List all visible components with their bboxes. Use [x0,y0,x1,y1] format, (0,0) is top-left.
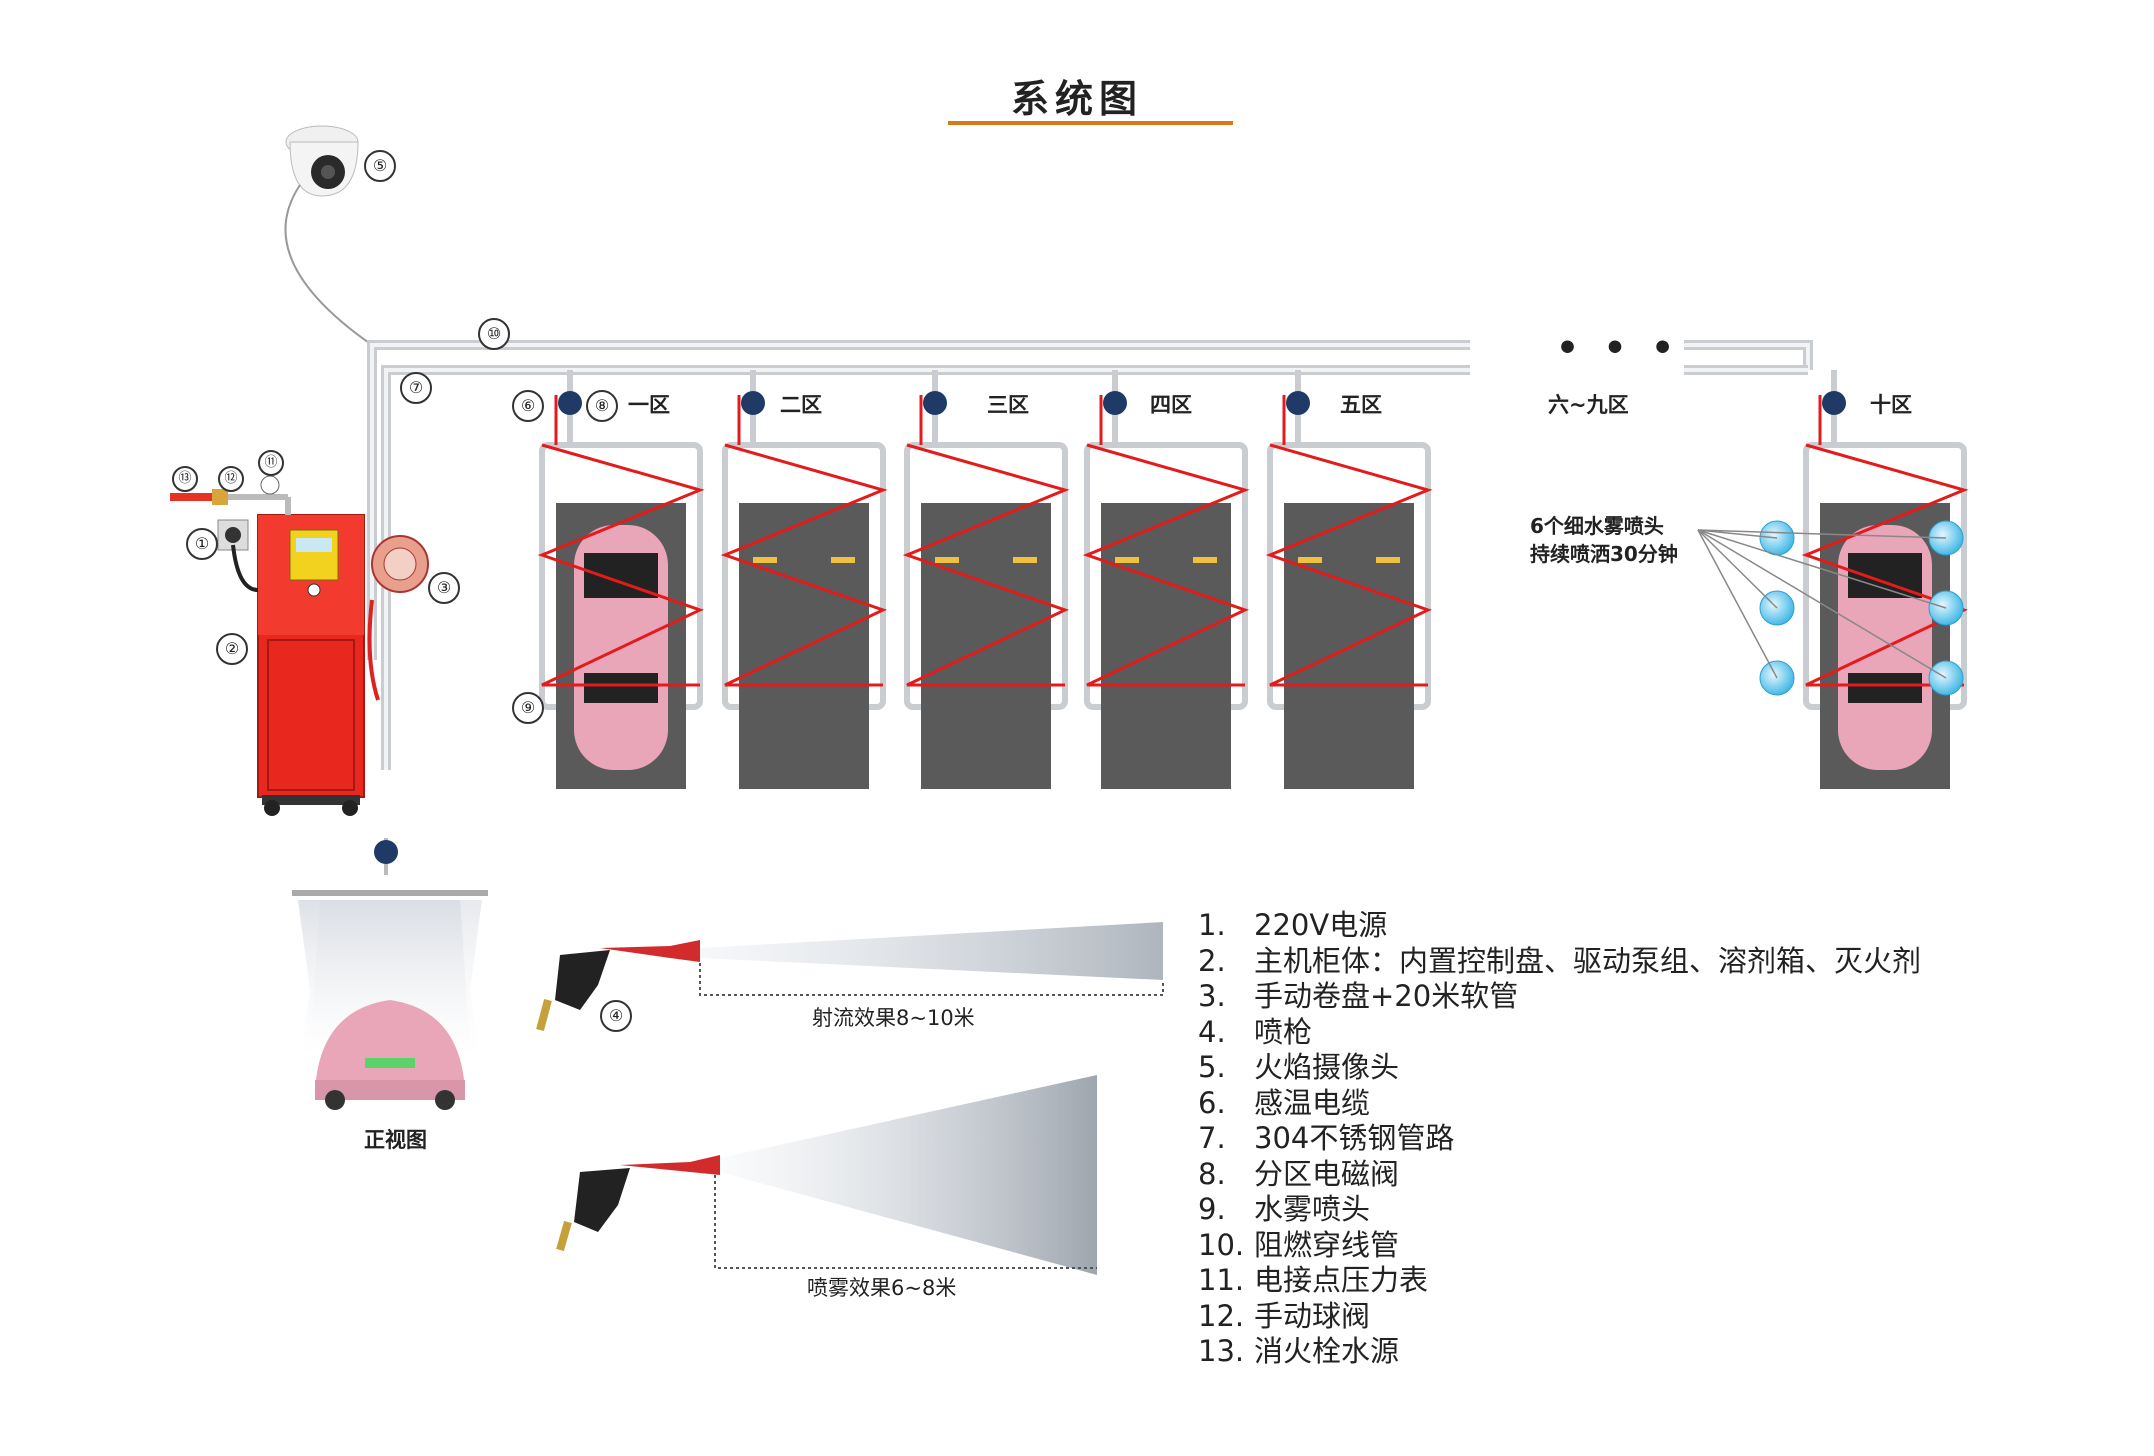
zone-label: 四区 [1150,393,1192,417]
callout-number: ④ [600,1000,632,1032]
legend-text: 304不锈钢管路 [1254,1121,1455,1155]
legend-text: 阻燃穿线管 [1254,1227,1400,1262]
callout-number: ⑨ [512,692,544,724]
zone-label: 一区 [628,393,670,417]
legend-list: 1. 220V电源 2. 主机柜体：内置控制盘、驱动泵组、溶剂箱、灭火剂 3. 手动卷盘+… [1198,908,1921,1370]
callout-number: ⑦ [400,372,432,404]
parking-bay [1801,370,1969,789]
zone-label: 三区 [987,393,1029,417]
ellipsis-dots: • • • [1556,328,1681,369]
nozzle-note: 6个细水雾喷头 持续喷洒30分钟 [1530,514,1678,566]
legend-item: 12. 手动球阀 [1198,1299,1921,1335]
legend-number: 12. [1198,1298,1245,1333]
legend-number: 3. [1198,979,1226,1013]
front-view-label: 正视图 [364,1128,427,1152]
legend-item: 8. 分区电磁阀 [1198,1157,1921,1193]
callout-number: ⑧ [586,390,618,422]
legend-text: 火焰摄像头 [1254,1050,1400,1084]
title-underline [948,121,1233,125]
legend-item: 1. 220V电源 [1198,908,1921,944]
legend-number: 10. [1198,1227,1245,1262]
legend-item: 7. 304不锈钢管路 [1198,1121,1921,1157]
jet-effect-label: 射流效果8~10米 [812,1006,975,1030]
callout-number: ① [186,528,218,560]
legend-text: 手动卷盘+20米软管 [1254,979,1519,1013]
power-socket-icon [217,519,259,592]
zone-label: 二区 [780,393,822,417]
callout-number: ⑩ [478,318,510,350]
legend-number: 7. [1198,1121,1226,1155]
legend-item: 4. 喷枪 [1198,1015,1921,1051]
legend-text: 220V电源 [1254,908,1388,942]
legend-item: 13. 消火栓水源 [1198,1334,1921,1370]
callout-number: ⑪ [258,450,284,476]
legend-text: 喷枪 [1254,1014,1313,1049]
callout-number: ③ [428,572,460,604]
legend-number: 4. [1198,1014,1226,1049]
legend-number: 11. [1198,1263,1245,1297]
hydrant-source-icon [170,475,291,515]
legend-text: 分区电磁阀 [1254,1156,1400,1191]
parking-bay [537,370,705,789]
legend-number: 8. [1198,1156,1226,1191]
legend-text: 感温电缆 [1254,1085,1371,1120]
parking-bay [902,370,1070,789]
legend-text: 主机柜体：内置控制盘、驱动泵组、溶剂箱、灭火剂 [1254,943,1922,978]
callout-number: ⑫ [218,466,244,492]
legend-item: 10. 阻燃穿线管 [1198,1228,1921,1264]
hose-reel-icon [367,535,429,701]
parking-bay [720,370,888,789]
main-cabinet [257,514,365,816]
legend-item: 2. 主机柜体：内置控制盘、驱动泵组、溶剂箱、灭火剂 [1198,944,1921,980]
jet-spray-illustration [536,922,1164,1032]
front-view-illustration [292,838,488,1110]
legend-number: 6. [1198,1085,1226,1120]
legend-item: 3. 手动卷盘+20米软管 [1198,979,1921,1015]
legend-number: 1. [1198,908,1226,942]
callout-number: ⑤ [364,150,396,182]
legend-number: 5. [1198,1050,1226,1084]
page-title: 系统图 [1010,77,1143,121]
mist-spray-illustration [556,1075,1097,1275]
legend-item: 6. 感温电缆 [1198,1086,1921,1122]
zone-label: 六~九区 [1548,393,1629,417]
zone-label: 十区 [1870,393,1912,417]
parking-bay [1265,370,1433,789]
legend-text: 消火栓水源 [1254,1334,1400,1368]
nozzle-note-leaders [1697,529,1947,679]
stainless-pipe [381,365,1808,770]
legend-item: 11. 电接点压力表 [1198,1263,1921,1299]
legend-number: 13. [1198,1334,1245,1368]
parking-bay [1082,370,1250,789]
callout-number: ⑥ [512,390,544,422]
legend-text: 电接点压力表 [1254,1263,1429,1297]
zone-label: 五区 [1340,393,1382,417]
legend-text: 手动球阀 [1254,1298,1371,1333]
legend-item: 9. 水雾喷头 [1198,1192,1921,1228]
legend-number: 2. [1198,943,1226,978]
mist-effect-label: 喷雾效果6~8米 [807,1276,957,1300]
callout-number: ⑬ [172,466,198,492]
conduit-pipe [367,340,1813,660]
callout-number: ② [216,633,248,665]
legend-number: 9. [1198,1192,1226,1226]
camera-cable [284,184,373,346]
legend-text: 水雾喷头 [1254,1192,1371,1226]
legend-item: 5. 火焰摄像头 [1198,1050,1921,1086]
flame-camera-icon [285,125,359,197]
